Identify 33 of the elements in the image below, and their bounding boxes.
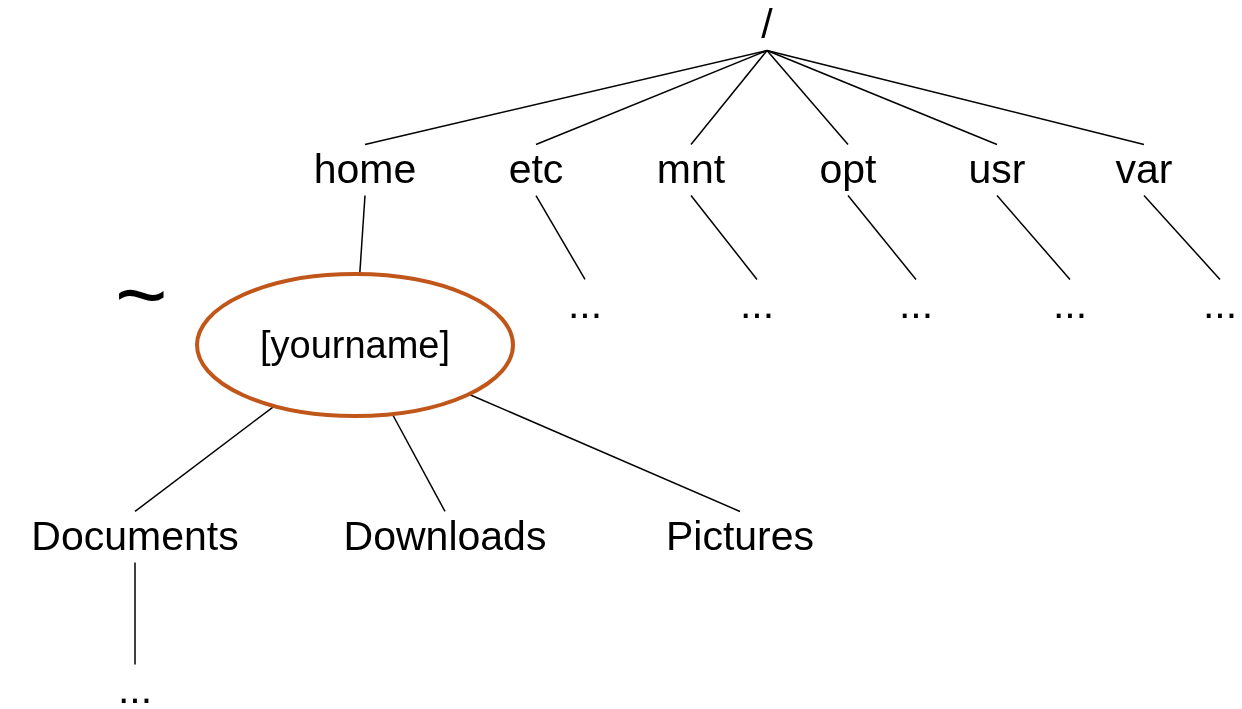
tree-line (690, 49, 768, 146)
tree-line (391, 413, 446, 513)
folder-label: Documents (31, 514, 239, 560)
tree-line (535, 49, 768, 146)
folder-label: Downloads (343, 514, 547, 560)
tree-line (690, 194, 758, 281)
tree-line (359, 194, 366, 275)
folder-label: ... (739, 282, 775, 328)
folder-label: opt (819, 147, 877, 193)
folder-label: Pictures (665, 514, 815, 560)
folder-label: var (1115, 147, 1173, 193)
folder-label: / (761, 2, 773, 48)
folder-label: usr (968, 147, 1026, 193)
folder-label: ... (1052, 282, 1088, 328)
folder-label: ... (1202, 282, 1238, 328)
folder-label: ... (567, 282, 603, 328)
tree-line (847, 194, 917, 281)
tree-line (996, 194, 1071, 281)
tree-line (468, 393, 741, 513)
tree-line (766, 49, 998, 146)
folder-label: ... (898, 282, 934, 328)
tree-line (766, 49, 849, 146)
tilde-symbol: ~ (115, 250, 168, 340)
folder-label: home (313, 147, 417, 193)
folder-label: etc (508, 147, 564, 193)
folder-label: [yourname] (259, 323, 451, 367)
folder-label: mnt (656, 147, 726, 193)
folder-label: ... (117, 667, 153, 709)
tree-line (364, 49, 768, 146)
tree-line (535, 194, 586, 281)
tree-line (1143, 194, 1221, 281)
tree-line (134, 561, 136, 666)
tree-line (766, 49, 1145, 146)
